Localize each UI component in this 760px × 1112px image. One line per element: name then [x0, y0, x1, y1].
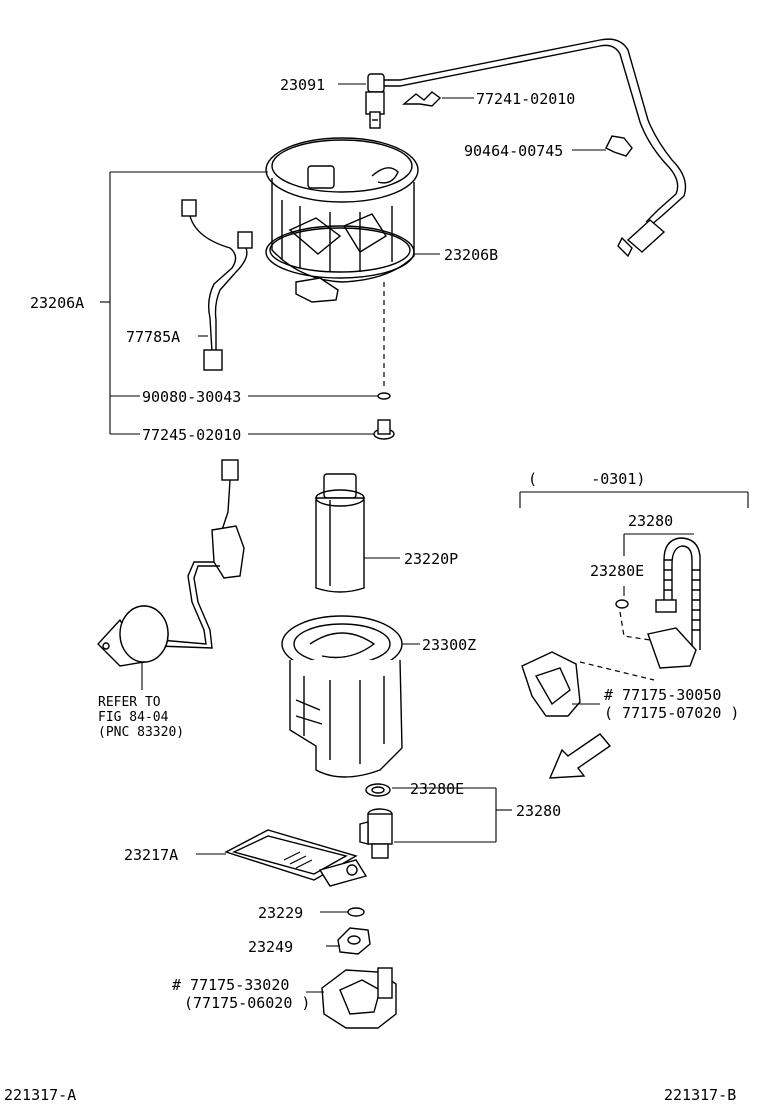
leaders-lower — [306, 911, 348, 993]
o-ring-90080 — [377, 392, 391, 400]
label-77175-06020: (77175-06020 ) — [184, 994, 310, 1012]
label-23217A: 23217A — [124, 846, 178, 864]
direction-arrow — [548, 733, 612, 779]
label-23220P: 23220P — [404, 550, 458, 568]
retainer-23249 — [337, 927, 371, 955]
label-77245-02010: 77245-02010 — [142, 426, 241, 444]
pump-bracket-assembly — [265, 137, 419, 303]
label-23206A: 23206A — [30, 294, 84, 312]
leaders-top — [198, 83, 606, 435]
label-77241-02010: 77241-02010 — [476, 90, 575, 108]
label-23280: 23280 — [516, 802, 561, 820]
pressure-regulator-23280 — [359, 808, 393, 859]
inset-bracket — [519, 491, 749, 508]
fuel-pump-23220P — [315, 473, 400, 593]
grommet-77245 — [373, 419, 395, 440]
label-23229: 23229 — [258, 904, 303, 922]
fuel-hose — [365, 38, 687, 258]
clip-77241 — [402, 91, 442, 107]
label-77175-07020: ( 77175-07020 ) — [604, 704, 739, 722]
pump-housing-23300Z — [281, 615, 420, 778]
footer-code-right: 221317-B — [664, 1086, 736, 1104]
fuel-filter-23217A — [196, 829, 368, 887]
label-77175-30050: # 77175-30050 — [604, 686, 721, 704]
label-23280-inset: 23280 — [628, 512, 673, 530]
label-refer-fig: FIG 84-04 — [98, 710, 169, 725]
label-23206B: 23206B — [444, 246, 498, 264]
bracket-23206A — [100, 171, 268, 435]
label-23300Z: 23300Z — [422, 636, 476, 654]
bracket-77175-33020 — [321, 967, 397, 1029]
label-77175-33020: # 77175-33020 — [172, 976, 289, 994]
label-23280E: 23280E — [410, 780, 464, 798]
label-23249: 23249 — [248, 938, 293, 956]
label-77785A: 77785A — [126, 328, 180, 346]
inset-23280-parts — [521, 533, 701, 717]
clip-90464 — [605, 135, 633, 157]
footer-code-left: 221317-A — [4, 1086, 76, 1104]
washer-23229 — [347, 907, 365, 917]
bracket-23280 — [392, 787, 512, 843]
o-ring-23206B — [265, 225, 415, 279]
label-23091: 23091 — [280, 76, 325, 94]
label-refer-pnc: (PNC 83320) — [98, 725, 184, 740]
wire-harness-77785A — [181, 199, 253, 371]
label-refer-to: REFER TO — [98, 695, 161, 710]
o-ring-23280E — [365, 783, 391, 797]
label-90464-00745: 90464-00745 — [464, 142, 563, 160]
fuel-sender-gauge — [97, 459, 245, 690]
label-90080-30043: 90080-30043 — [142, 388, 241, 406]
label-range-0301: ( -0301) — [528, 470, 645, 488]
label-23280E-inset: 23280E — [590, 562, 644, 580]
